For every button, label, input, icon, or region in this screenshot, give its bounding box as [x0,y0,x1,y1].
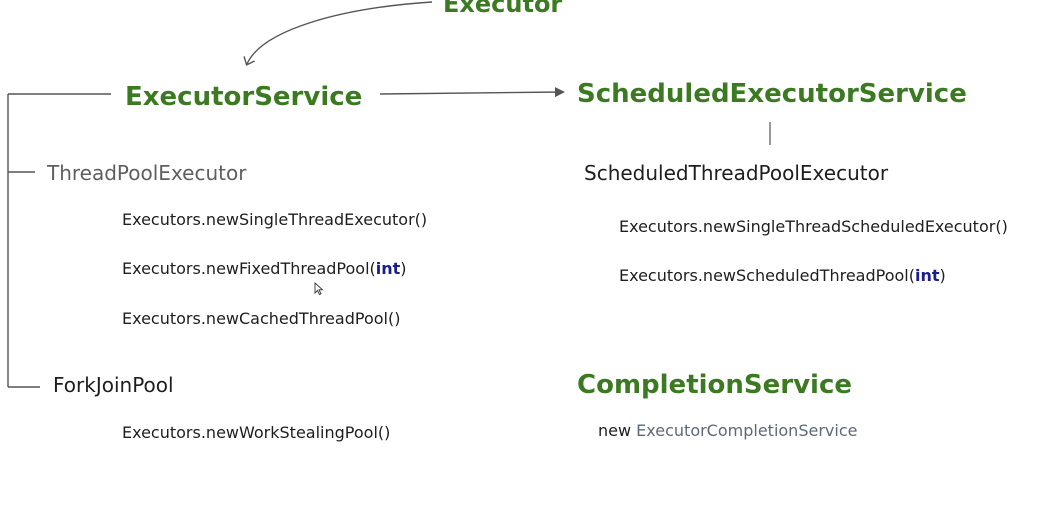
method-new-work-stealing-pool: Executors.newWorkStealingPool() [122,425,390,441]
method-text: Executors.newCachedThreadPool() [122,309,401,328]
executor-to-service-arrow [247,1,433,64]
executor-completion-service-class: ExecutorCompletionService [636,421,858,440]
completion-service-constructor: new ExecutorCompletionService [598,423,857,439]
method-text: Executors.newSingleThreadScheduledExecut… [619,217,1008,236]
method-text: Executors.newFixedThreadPool( [122,259,376,278]
method-suffix: ) [939,266,946,285]
fork-join-pool-label: ForkJoinPool [53,373,174,397]
mouse-pointer-icon [314,282,324,296]
method-new-scheduled-thread-pool: Executors.newScheduledThreadPool(int) [619,268,946,284]
service-to-scheduled-arrow [379,87,565,98]
method-param-keyword: int [375,259,401,278]
method-new-fixed-thread-pool: Executors.newFixedThreadPool(int) [122,261,407,277]
method-text: Executors.newWorkStealingPool() [122,423,391,442]
executor-service-title: ExecutorService [125,82,363,112]
method-new-cached-thread-pool: Executors.newCachedThreadPool() [122,311,400,327]
method-text: Executors.newScheduledThreadPool( [619,266,915,285]
new-keyword: new [598,421,632,440]
completion-service-title: CompletionService [577,370,852,400]
executor-title: Executor [443,0,563,18]
method-new-single-thread-scheduled-executor: Executors.newSingleThreadScheduledExecut… [619,219,1008,235]
thread-pool-executor-label: ThreadPoolExecutor [47,161,247,185]
scheduled-thread-pool-executor-label: ScheduledThreadPoolExecutor [584,161,889,185]
method-param-keyword: int [914,266,940,285]
method-suffix: ) [400,259,407,278]
method-text: Executors.newSingleThreadExecutor() [122,210,428,229]
scheduled-executor-service-title: ScheduledExecutorService [577,79,967,109]
method-new-single-thread-executor: Executors.newSingleThreadExecutor() [122,212,427,228]
